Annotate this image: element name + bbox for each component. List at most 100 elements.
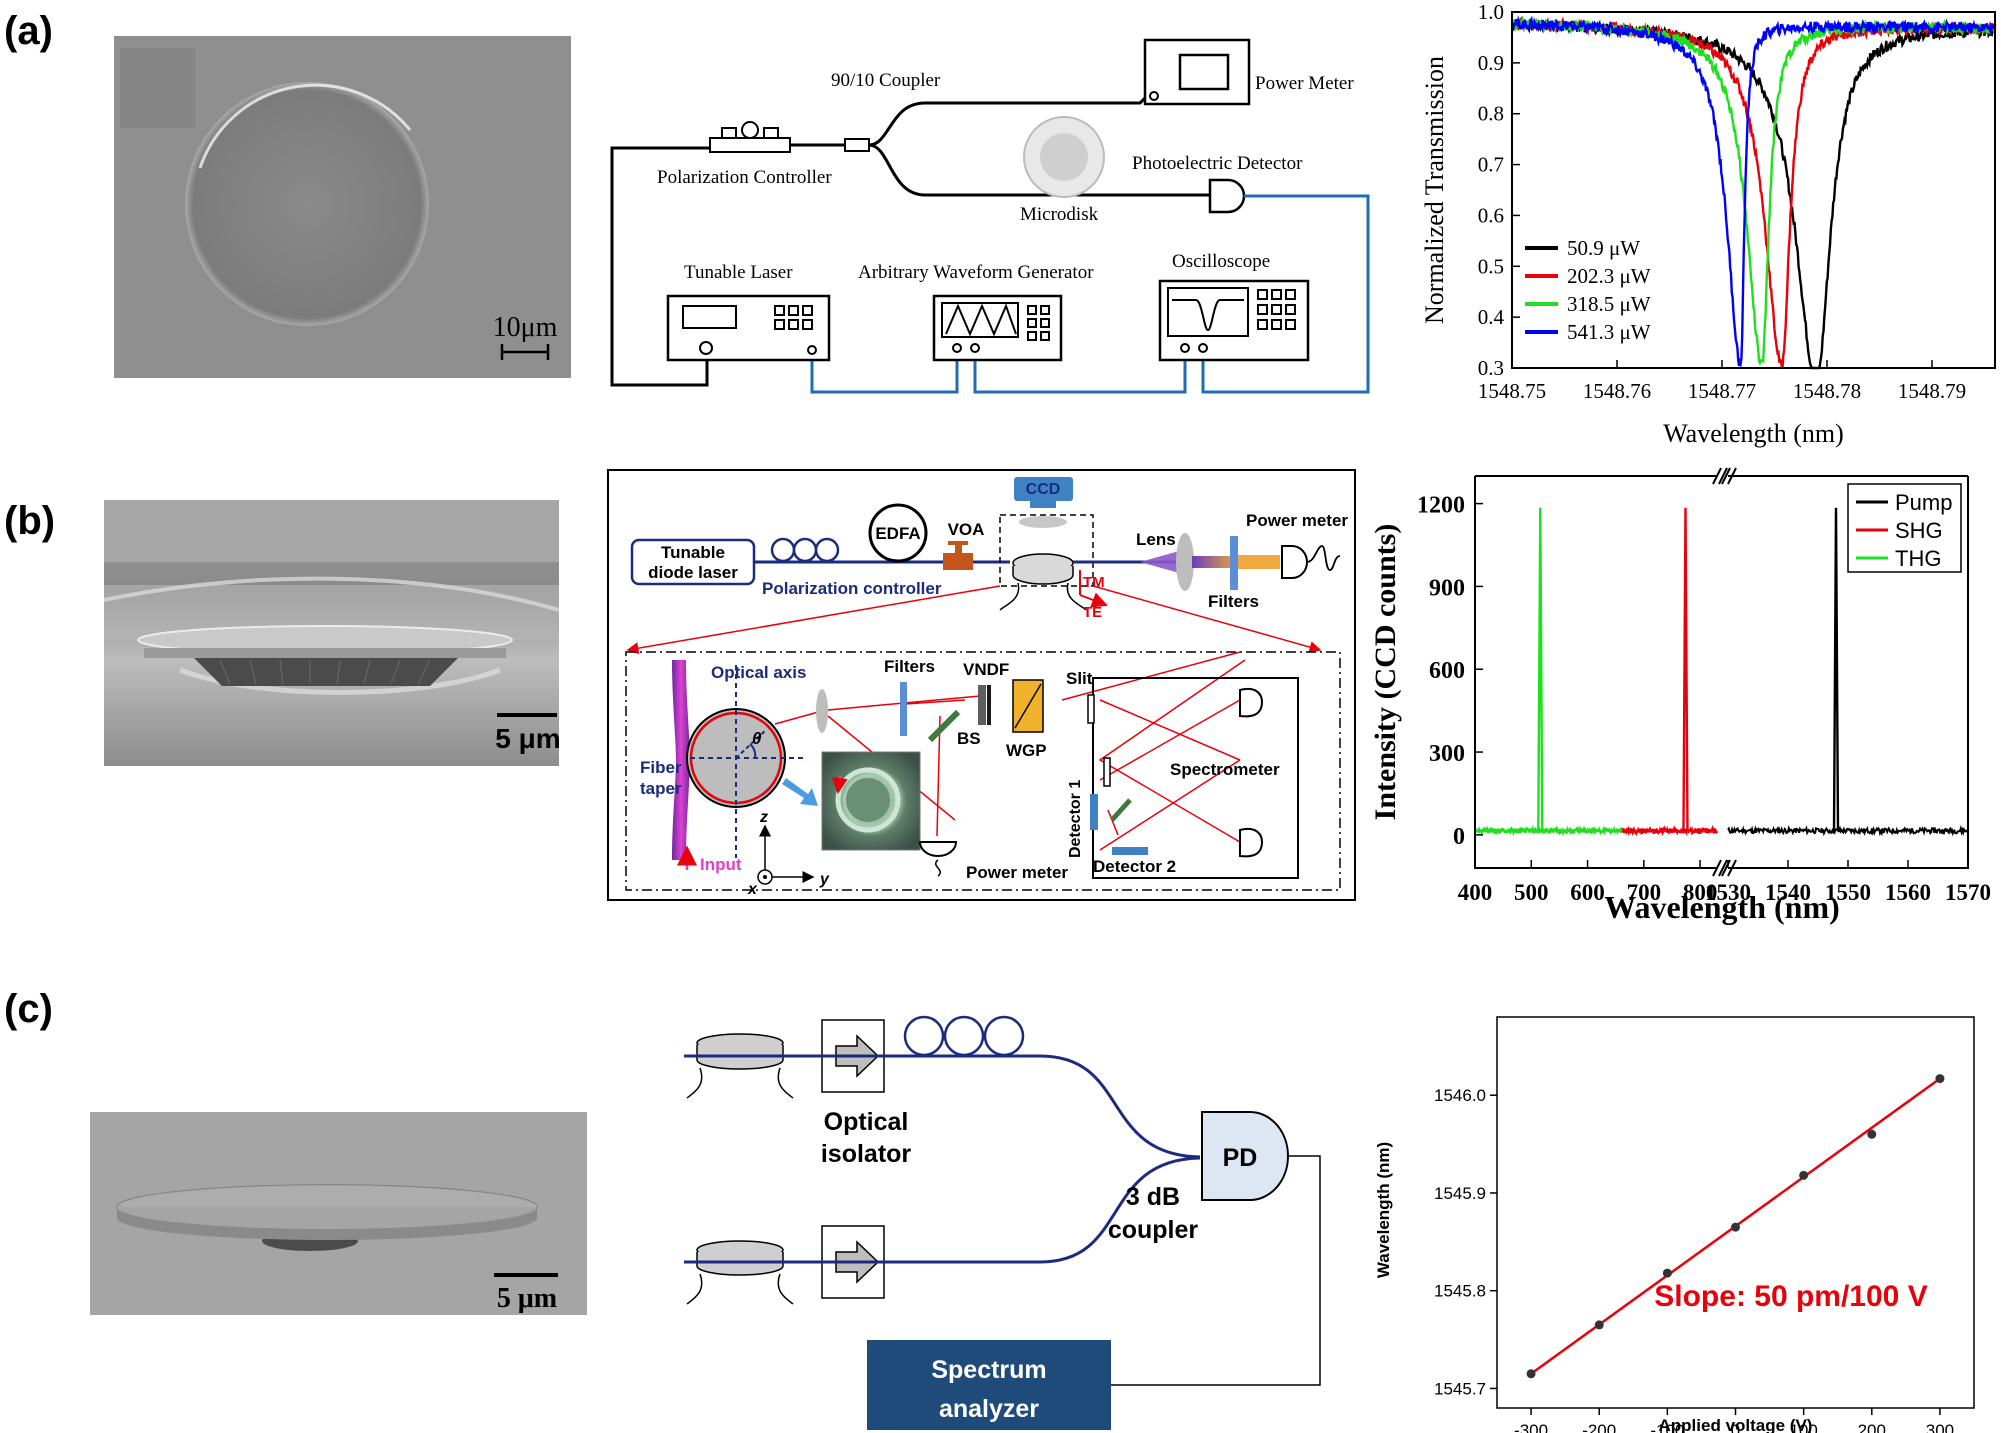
y-tick-label-c: 1545.8: [1434, 1282, 1486, 1301]
photodetector-a: [1208, 178, 1246, 214]
detector-1-b: [1090, 794, 1098, 830]
legend-label-b-2: THG: [1895, 546, 1941, 571]
theta-label-b: θ: [752, 729, 762, 748]
y-tick-label-a: 0.7: [1478, 153, 1504, 177]
y-tick-label-a: 1.0: [1478, 0, 1504, 24]
y-tick-label-a: 0.4: [1478, 305, 1505, 329]
isolator-label-c-1: Optical: [824, 1108, 909, 1136]
setup-diagram-c: Optical isolator PD 3 dB coupler Spectru…: [684, 1015, 1321, 1430]
voa-b: [943, 553, 973, 570]
scale-label-a: 10μm: [493, 312, 558, 343]
tm-label-b: TM: [1083, 574, 1105, 591]
x-tick-label-c: 300: [1926, 1421, 1954, 1433]
lens-label-b: Lens: [1136, 530, 1176, 549]
setup-diagram-b: Tunable diode laser EDFA VOA CCD Lens Po…: [607, 469, 1356, 901]
x-tick-label-c: 200: [1858, 1421, 1886, 1433]
y-axis-label-a: Normalized Transmission: [1420, 56, 1449, 324]
x-tick-label-a: 1548.77: [1688, 379, 1756, 403]
slope-annotation-c: Slope: 50 pm/100 V: [1654, 1280, 1927, 1313]
y-tick-label-a: 0.5: [1478, 254, 1504, 278]
scale-label-c: 5 μm: [497, 1283, 557, 1314]
laser-label-b-1: Tunable: [661, 543, 725, 562]
filters-b: [1230, 536, 1238, 590]
x-axis-label-c: Applied voltage (V): [1659, 1416, 1813, 1433]
series-peak-b-2: [1537, 507, 1544, 831]
data-point-c-1: [1594, 1320, 1604, 1330]
power-meter-label-a: Power Meter: [1255, 73, 1354, 94]
x-tick-label-b: 500: [1514, 880, 1549, 905]
setup-diagram-a: 90/10 Coupler Power Meter Polarization C…: [610, 38, 1370, 394]
series-line-a-0: [1511, 18, 1997, 370]
y-label-b: y: [819, 871, 830, 888]
coupler-label-c-2: coupler: [1108, 1216, 1199, 1244]
edfa-b: [868, 503, 928, 563]
series-baseline-b-0: [1727, 824, 1969, 837]
sem-image-a: 10μm: [114, 36, 571, 378]
panel-label-b: (b): [4, 499, 55, 543]
data-point-c-6: [1935, 1074, 1945, 1084]
pol-controller-label-b: Polarization controller: [762, 579, 942, 598]
data-point-c-3: [1731, 1222, 1740, 1232]
edfa-label-b: EDFA: [875, 524, 920, 543]
x-tick-label-b: 1530: [1705, 880, 1751, 905]
legend-label-b-1: SHG: [1895, 518, 1943, 543]
legend-label-a-3: 541.3 μW: [1567, 320, 1651, 344]
x-tick-label-b: 600: [1570, 880, 1605, 905]
data-point-c-4: [1799, 1170, 1809, 1180]
y-tick-label-c: 1546.0: [1434, 1086, 1486, 1105]
x-tick-label-a: 1548.76: [1583, 379, 1651, 403]
oscilloscope-label-a: Oscilloscope: [1172, 251, 1270, 272]
x-tick-label-b: 1540: [1765, 880, 1811, 905]
filters-label-b: Filters: [1208, 592, 1259, 611]
y-axis-label-c: Wavelength (nm): [1374, 1142, 1393, 1278]
te-label-b: TE: [1083, 604, 1102, 621]
series-baseline-b-1: [1620, 824, 1718, 837]
panel-label-c: (c): [4, 987, 53, 1031]
y-tick-label-b: 300: [1429, 741, 1465, 767]
series-line-a-3: [1511, 15, 1997, 369]
y-tick-label-a: 0.9: [1478, 51, 1504, 75]
polarization-controller-a: [709, 137, 791, 153]
fiber-taper-b: [672, 660, 690, 860]
spectrum-analyzer-c: [867, 1340, 1111, 1430]
bs-label-b: BS: [957, 729, 981, 748]
slit-label-b: Slit: [1066, 669, 1093, 688]
coupler-label-a: 90/10 Coupler: [831, 70, 941, 91]
power-meter2-label-b: Power meter: [966, 863, 1068, 882]
voa-label-b: VOA: [948, 520, 985, 539]
plot-frame-a: [1511, 11, 1996, 369]
analyzer-label-c-2: analyzer: [939, 1395, 1039, 1423]
x-tick-label-a: 1548.79: [1898, 379, 1966, 403]
legend-label-a-0: 50.9 μW: [1567, 236, 1640, 260]
sem-image-c: 5 μm: [90, 1112, 587, 1315]
taper-label-b: taper: [640, 779, 682, 798]
panel-label-a: (a): [4, 9, 53, 53]
x-tick-label-c: -100: [1650, 1421, 1684, 1433]
coupler-label-c-1: 3 dB: [1126, 1183, 1180, 1211]
awg-label-a: Arbitrary Waveform Generator: [858, 262, 1094, 283]
spectrometer-label-b: Spectrometer: [1170, 760, 1280, 779]
data-point-c-0: [1526, 1369, 1536, 1379]
x-tick-label-b: 1560: [1885, 880, 1931, 905]
y-tick-label-b: 0: [1453, 824, 1465, 850]
lens-b: [1176, 533, 1194, 591]
ccd-b: [1014, 477, 1073, 501]
y-tick-label-b: 600: [1429, 658, 1465, 684]
series-peak-b-1: [1682, 507, 1689, 831]
x-tick-label-b: 800: [1683, 880, 1718, 905]
scale-label-b: 5 μm: [495, 723, 560, 754]
microdisk-label-a: Microdisk: [1020, 204, 1099, 225]
y-tick-label-b: 1200: [1417, 493, 1465, 519]
isolator-label-c-2: isolator: [821, 1140, 912, 1168]
fiber-label-b: Fiber: [640, 758, 682, 777]
ccd-label-b: CCD: [1026, 481, 1061, 498]
legend-label-a-2: 318.5 μW: [1567, 292, 1651, 316]
detector-2-b: [1112, 847, 1148, 855]
x-tick-label-b: 400: [1458, 880, 1493, 905]
axis-break-b: [1712, 859, 1728, 877]
x-axis-label-a: Wavelength (nm): [1663, 419, 1844, 448]
x-tick-label-c: 100: [1789, 1421, 1817, 1433]
